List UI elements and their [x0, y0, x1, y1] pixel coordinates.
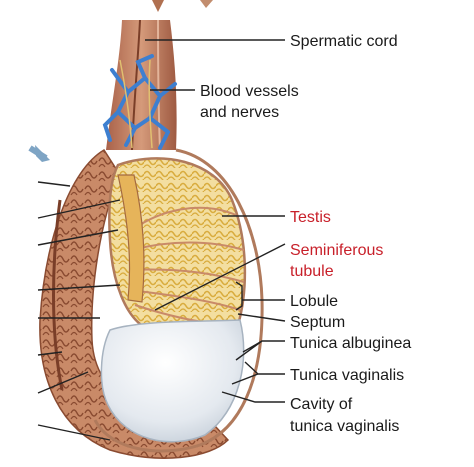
label-lobule: Lobule — [290, 293, 338, 310]
top-fragment-right — [200, 0, 213, 8]
septum-leader — [237, 313, 286, 322]
tunica-vaginalis-leader — [231, 361, 285, 385]
cavity-leader — [221, 391, 285, 403]
label-tunica-albuginea: Tunica albuginea — [290, 335, 411, 352]
cord-stripe — [157, 19, 161, 151]
seminiferous-leader — [154, 243, 286, 311]
left-leader-lines — [37, 181, 121, 441]
label-septum: Septum — [290, 314, 345, 331]
tunica-albuginea-leader — [235, 340, 285, 361]
label-tubule: tubule — [290, 263, 334, 280]
label-testis: Testis — [290, 209, 331, 226]
nerve-strands — [119, 59, 153, 149]
label-and-nerves: and nerves — [200, 104, 279, 121]
lobule-bracket — [235, 281, 285, 311]
blood-vessel-network — [102, 54, 177, 150]
label-tunica-vaginalis: Tunica vaginalis — [290, 367, 404, 384]
label-spermatic-cord: Spermatic cord — [290, 33, 398, 50]
tunica-vaginalis-cavity — [100, 319, 245, 443]
label-seminiferous: Seminiferous — [290, 242, 383, 259]
label-cavity-tunica: tunica vaginalis — [290, 418, 399, 435]
top-fragment-left — [152, 0, 164, 12]
outer-layer-line — [52, 199, 64, 391]
rete-testis — [117, 174, 145, 303]
pointer-arrow-shaft — [28, 145, 48, 161]
label-cavity-of: Cavity of — [290, 396, 353, 413]
tunica-vaginalis-layer — [93, 148, 264, 453]
label-blood-vessels: Blood vessels — [200, 83, 299, 100]
